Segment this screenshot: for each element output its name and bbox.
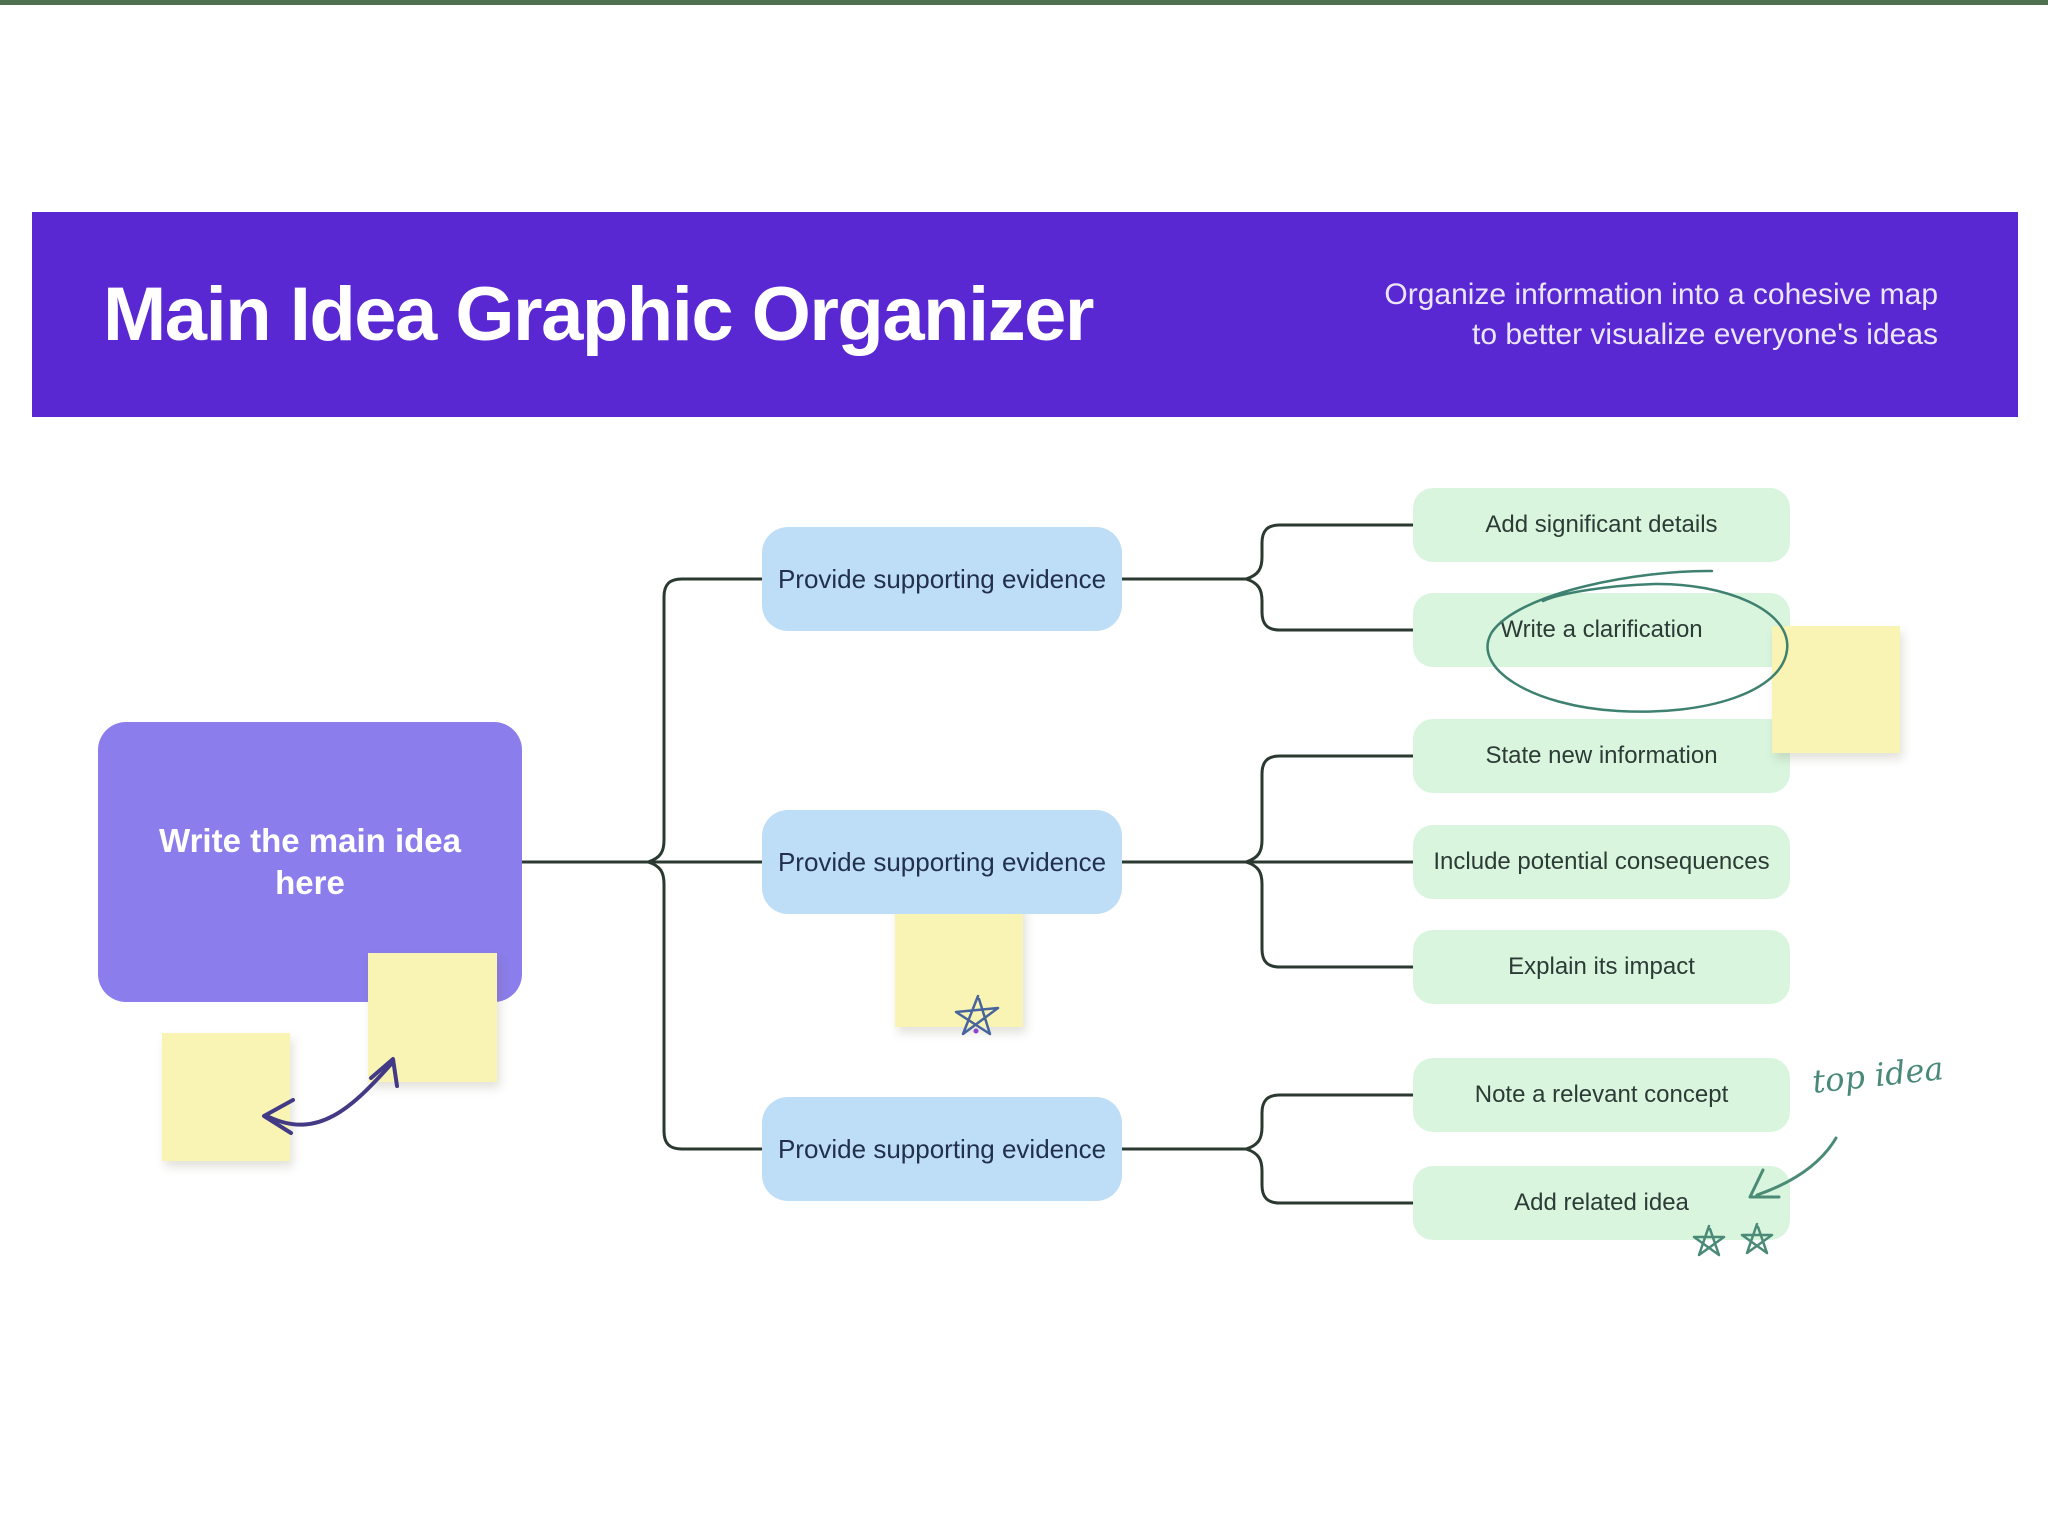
evidence-node-3[interactable]: Provide supporting evidence	[762, 1097, 1122, 1201]
page-subtitle: Organize information into a cohesive map…	[1384, 275, 1938, 355]
star-doodle-teal-1[interactable]	[1692, 1224, 1726, 1257]
page-title: Main Idea Graphic Organizer	[103, 272, 1095, 357]
evidence-node-1[interactable]: Provide supporting evidence	[762, 527, 1122, 631]
evidence-node-2[interactable]: Provide supporting evidence	[762, 810, 1122, 914]
connector-evidence1-to-details	[1120, 523, 1415, 632]
connector-evidence2-to-details	[1120, 754, 1415, 969]
sticky-note-clarification[interactable]	[1772, 626, 1900, 753]
detail-node-add-related-idea[interactable]: Add related idea	[1413, 1166, 1790, 1240]
circle-doodle-clarification[interactable]	[1486, 569, 1789, 713]
sticky-note-evidence[interactable]	[895, 898, 1023, 1027]
ink-dot	[973, 1028, 979, 1034]
header-banner: Main Idea Graphic Organizer Organize inf…	[32, 212, 2018, 417]
top-accent-strip	[0, 0, 2048, 5]
top-idea-arrow-doodle[interactable]	[1748, 1136, 1838, 1199]
detail-node-add-significant-details[interactable]: Add significant details	[1413, 488, 1790, 562]
star-doodle-blue[interactable]	[954, 994, 1000, 1036]
detail-node-note-a-relevant-concept[interactable]: Note a relevant concept	[1413, 1058, 1790, 1132]
star-doodle-teal-2[interactable]	[1740, 1222, 1774, 1255]
page-subtitle-line1: Organize information into a cohesive map	[1384, 277, 1938, 311]
sticky-note-bottom-left[interactable]	[162, 1033, 290, 1161]
detail-node-state-new-information[interactable]: State new information	[1413, 719, 1790, 793]
arrowhead-down-left-icon	[1748, 1168, 1781, 1199]
page-subtitle-line2: to better visualize everyone's ideas	[1472, 317, 1938, 351]
detail-node-write-a-clarification[interactable]: Write a clarification	[1413, 593, 1790, 667]
arrowhead-left-icon	[262, 1098, 295, 1135]
detail-node-include-potential-consequences[interactable]: Include potential consequences	[1413, 825, 1790, 899]
double-arrow-doodle[interactable]	[262, 1057, 399, 1135]
arrowhead-right-icon	[369, 1057, 399, 1088]
connector-main-to-evidence	[520, 577, 764, 1151]
connector-evidence3-to-details	[1120, 1093, 1415, 1205]
detail-node-explain-its-impact[interactable]: Explain its impact	[1413, 930, 1790, 1004]
